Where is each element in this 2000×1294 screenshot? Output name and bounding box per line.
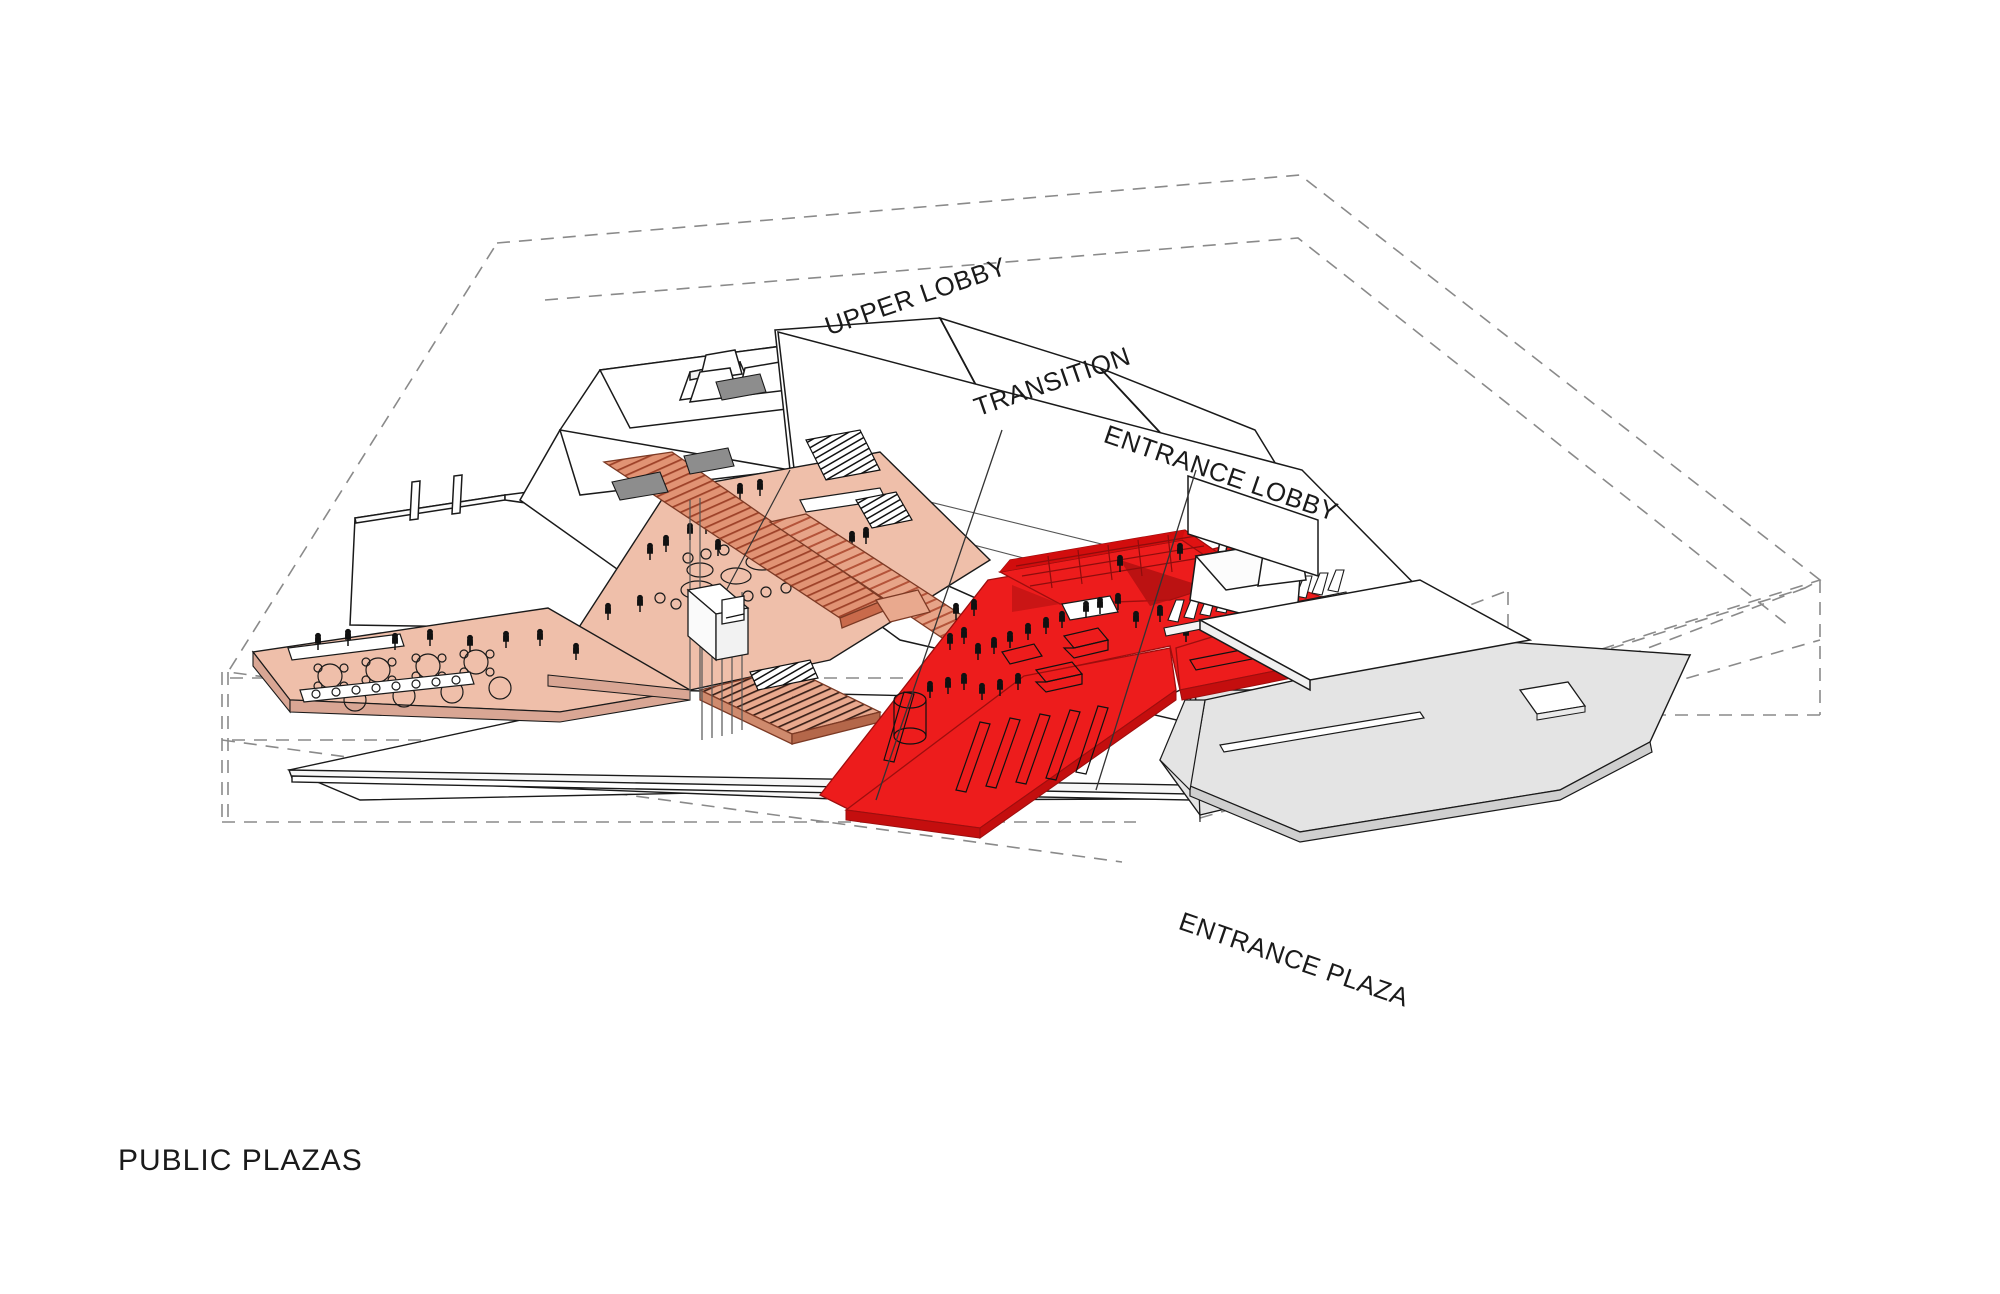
red-amphitheatre-steps	[1015, 534, 1213, 589]
transition-ramp	[602, 451, 1003, 746]
stair-runs	[749, 429, 913, 691]
entrance-plaza-slab	[1159, 639, 1692, 843]
interior-stairs	[611, 373, 767, 501]
cafe-furniture	[287, 628, 579, 712]
white-massing-right	[1187, 474, 1533, 692]
service-cores	[686, 583, 750, 662]
drawing-caption: PUBLIC PLAZAS	[118, 1144, 363, 1177]
